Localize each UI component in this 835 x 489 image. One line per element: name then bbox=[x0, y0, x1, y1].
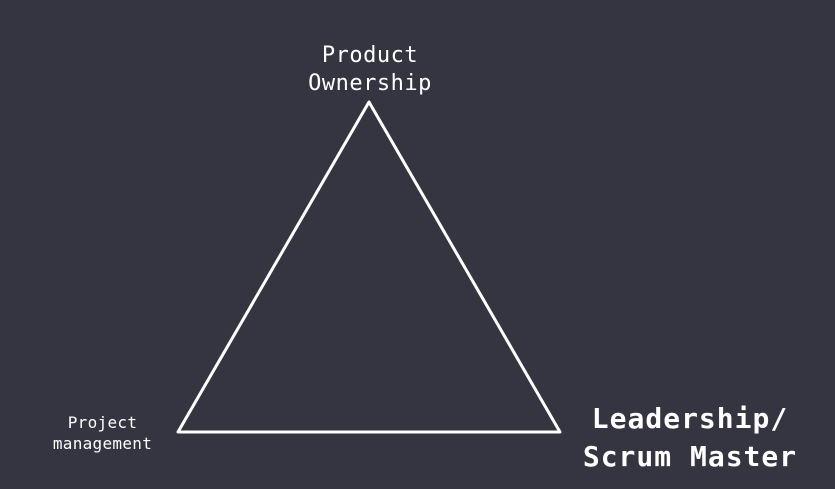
triangle-shape bbox=[176, 100, 562, 434]
vertex-label-leadership-scrum-master: Leadership/ Scrum Master bbox=[560, 400, 820, 476]
vertex-label-project-management: Project management bbox=[30, 412, 175, 454]
vertex-label-line: Ownership bbox=[308, 71, 432, 96]
vertex-label-product-ownership: Product Ownership bbox=[270, 42, 470, 98]
vertex-label-line: management bbox=[52, 434, 153, 453]
vertex-label-line: Product bbox=[321, 43, 419, 68]
vertex-label-line: Leadership/ bbox=[591, 402, 789, 435]
vertex-label-line: Project bbox=[67, 413, 138, 432]
vertex-label-line: Scrum Master bbox=[582, 440, 798, 473]
